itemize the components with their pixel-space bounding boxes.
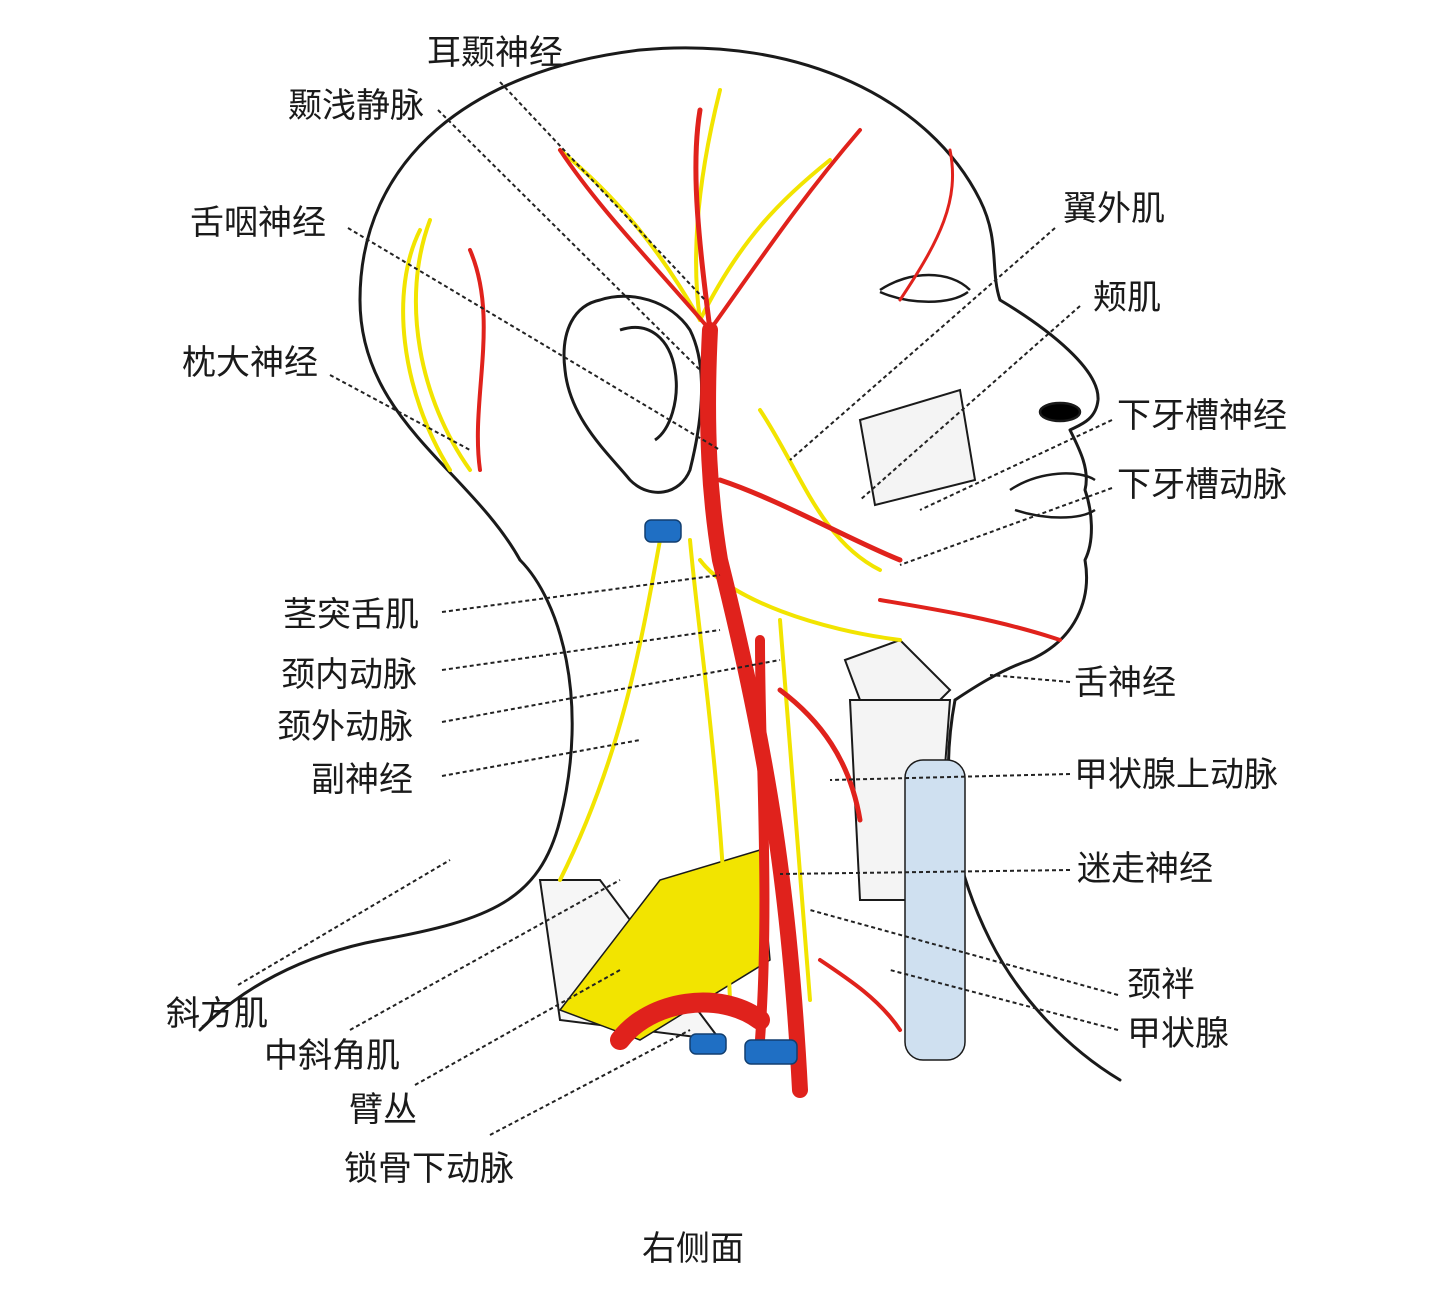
leader-temporal-vein bbox=[437, 109, 701, 371]
leader-lingual bbox=[989, 674, 1071, 683]
trachea bbox=[904, 759, 966, 1061]
label-middle-scalene: 中斜角肌 bbox=[264, 1036, 400, 1076]
leader-vagus bbox=[779, 869, 1071, 875]
label-greater-occipital-nerve: 枕大神经 bbox=[182, 343, 318, 383]
label-inferior-alveolar-nerve: 下牙槽神经 bbox=[1117, 396, 1287, 436]
label-brachial-plexus: 臂丛 bbox=[349, 1090, 417, 1130]
label-vagus-nerve: 迷走神经 bbox=[1077, 849, 1213, 889]
leader-thyroid bbox=[889, 969, 1119, 1031]
leader-auriculotemporal bbox=[499, 81, 706, 301]
leader-accessory bbox=[441, 739, 641, 777]
label-superior-thyroid-artery: 甲状腺上动脉 bbox=[1074, 755, 1278, 795]
leader-glossopharyngeal bbox=[347, 227, 721, 451]
label-internal-carotid: 颈内动脉 bbox=[281, 655, 417, 695]
leader-occipital bbox=[329, 374, 471, 451]
leader-external-carotid bbox=[441, 659, 781, 723]
leader-alveolar-nerve bbox=[919, 419, 1113, 511]
label-lateral-pterygoid: 翼外肌 bbox=[1063, 189, 1165, 229]
leader-alveolar-artery bbox=[899, 487, 1113, 566]
leader-lines bbox=[237, 81, 1119, 1136]
label-external-carotid: 颈外动脉 bbox=[277, 707, 413, 747]
leader-scalene bbox=[349, 879, 621, 1031]
leader-subclavian bbox=[489, 1029, 691, 1136]
label-thyroid-gland: 甲状腺 bbox=[1127, 1014, 1229, 1054]
label-subclavian-artery: 锁骨下动脉 bbox=[344, 1149, 514, 1189]
label-superficial-temporal-vein: 颞浅静脉 bbox=[288, 86, 424, 126]
label-auriculotemporal-nerve: 耳颞神经 bbox=[427, 33, 563, 73]
label-glossopharyngeal-nerve: 舌咽神经 bbox=[190, 203, 326, 243]
label-accessory-nerve: 副神经 bbox=[311, 760, 413, 800]
face-features bbox=[879, 273, 1096, 519]
label-styloglossus: 茎突舌肌 bbox=[283, 595, 419, 635]
ear bbox=[562, 294, 703, 494]
leader-internal-carotid bbox=[441, 629, 721, 671]
label-buccinator: 颊肌 bbox=[1093, 278, 1161, 318]
label-trapezius: 斜方肌 bbox=[166, 994, 268, 1034]
label-ansa-cervicalis: 颈袢 bbox=[1127, 965, 1195, 1005]
leader-pterygoid bbox=[789, 227, 1056, 461]
leader-brachial bbox=[414, 969, 621, 1086]
leader-ansa bbox=[809, 909, 1119, 996]
label-inferior-alveolar-artery: 下牙槽动脉 bbox=[1117, 465, 1287, 505]
leader-superior-thyroid bbox=[829, 773, 1071, 781]
figure-caption: 右侧面 bbox=[642, 1229, 744, 1269]
nerves bbox=[401, 88, 902, 1002]
leader-styloglossus bbox=[441, 574, 721, 613]
label-lingual-nerve: 舌神经 bbox=[1074, 663, 1176, 703]
arteries bbox=[468, 107, 1062, 1098]
veins bbox=[644, 519, 798, 1065]
leader-trapezius bbox=[237, 859, 451, 986]
